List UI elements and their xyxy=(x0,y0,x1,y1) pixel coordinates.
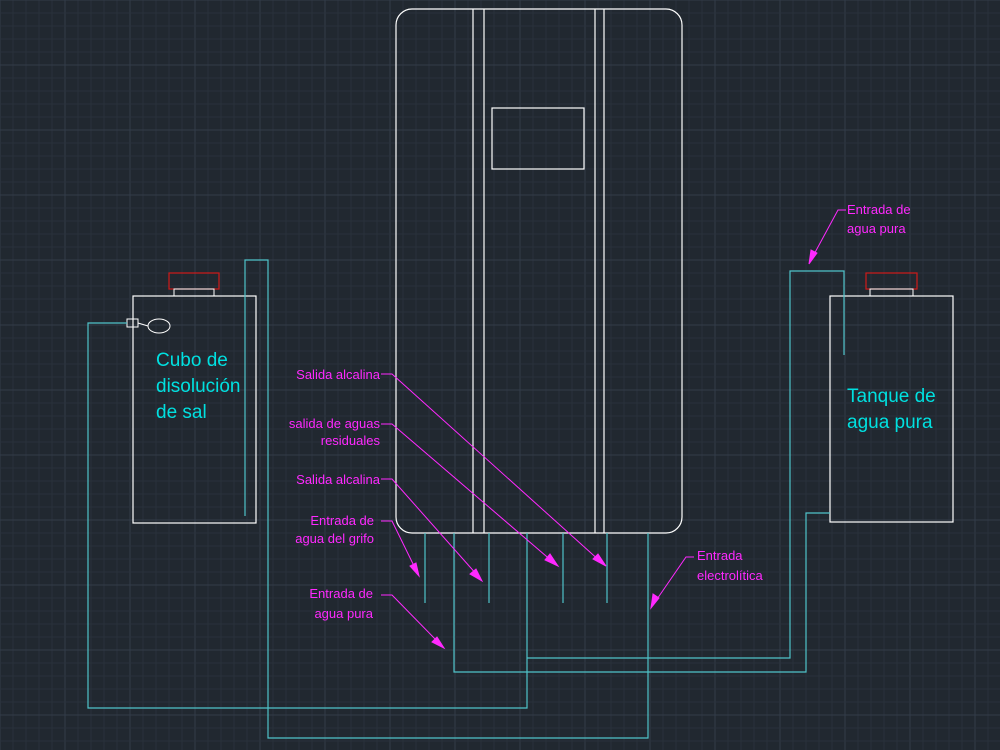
label-alkaline-outlet-2: Salida alcalina xyxy=(296,472,381,487)
leader-alkaline-outlet-2 xyxy=(381,478,479,577)
leader-pure-inlet-left xyxy=(381,594,440,644)
label-pure-inlet-left-line-1: Entrada de xyxy=(309,586,373,601)
pipe-pure-tank-inlet xyxy=(527,270,845,659)
pure-tank-cap xyxy=(865,272,918,290)
pure-water-tank: Tanque de agua pura xyxy=(829,272,954,523)
pure-tank-neck xyxy=(869,288,914,297)
arrowhead-pure-inlet-top xyxy=(808,249,818,265)
arrowhead-alkaline-outlet-1 xyxy=(592,553,607,567)
callout-labels: Salida alcalina salida de aguas residual… xyxy=(289,202,911,621)
salt-tank-neck xyxy=(173,288,215,297)
arrowhead-electrolytic-inlet xyxy=(650,593,660,610)
pure-tank-body xyxy=(829,295,954,523)
arrowhead-waste-outlet xyxy=(544,553,560,568)
label-electrolytic-inlet-line-1: Entrada xyxy=(697,548,743,563)
unit-body xyxy=(395,8,683,534)
float-ball-icon xyxy=(147,318,171,334)
leader-tap-inlet xyxy=(381,520,417,571)
salt-tank-label-line-3: de sal xyxy=(156,402,207,423)
pure-tank-label-line-1: Tanque de xyxy=(847,386,936,407)
label-tap-inlet-line-2: agua del grifo xyxy=(295,531,374,546)
pipe-salt-tank-internal xyxy=(244,259,649,739)
leader-alkaline-outlet-1 xyxy=(381,373,602,563)
label-pure-inlet-left-line-2: agua pura xyxy=(314,606,373,621)
pure-tank-label-line-2: agua pura xyxy=(847,412,933,433)
label-pure-inlet-top-line-2: agua pura xyxy=(847,221,906,236)
leader-pure-inlet-top xyxy=(811,209,846,259)
salt-tank-label-line-2: disolución xyxy=(156,376,241,397)
label-waste-outlet-line-1: salida de aguas xyxy=(289,416,381,431)
leader-electrolytic-inlet xyxy=(654,556,694,603)
float-valve-arm xyxy=(137,322,149,327)
arrowhead-alkaline-outlet-2 xyxy=(469,568,484,583)
arrowhead-tap-inlet xyxy=(409,562,420,578)
salt-tank-cap xyxy=(168,272,220,290)
label-pure-inlet-top-line-1: Entrada de xyxy=(847,202,911,217)
leader-waste-outlet xyxy=(381,423,554,563)
salt-tank: Cubo de disolución de sal xyxy=(126,272,257,524)
label-alkaline-outlet-1: Salida alcalina xyxy=(296,367,381,382)
callout-leaders xyxy=(381,209,846,650)
arrowhead-pure-inlet-left xyxy=(431,636,446,650)
pipe-pure-water-supply xyxy=(453,512,830,673)
piping xyxy=(87,259,845,739)
label-waste-outlet-line-2: residuales xyxy=(321,433,381,448)
electrolysis-unit xyxy=(395,8,683,534)
label-tap-inlet-line-1: Entrada de xyxy=(310,513,374,528)
pipe-salt-feed xyxy=(87,322,528,709)
unit-display-panel xyxy=(491,107,585,170)
salt-tank-label-line-1: Cubo de xyxy=(156,350,228,371)
label-electrolytic-inlet-line-2: electrolítica xyxy=(697,568,764,583)
